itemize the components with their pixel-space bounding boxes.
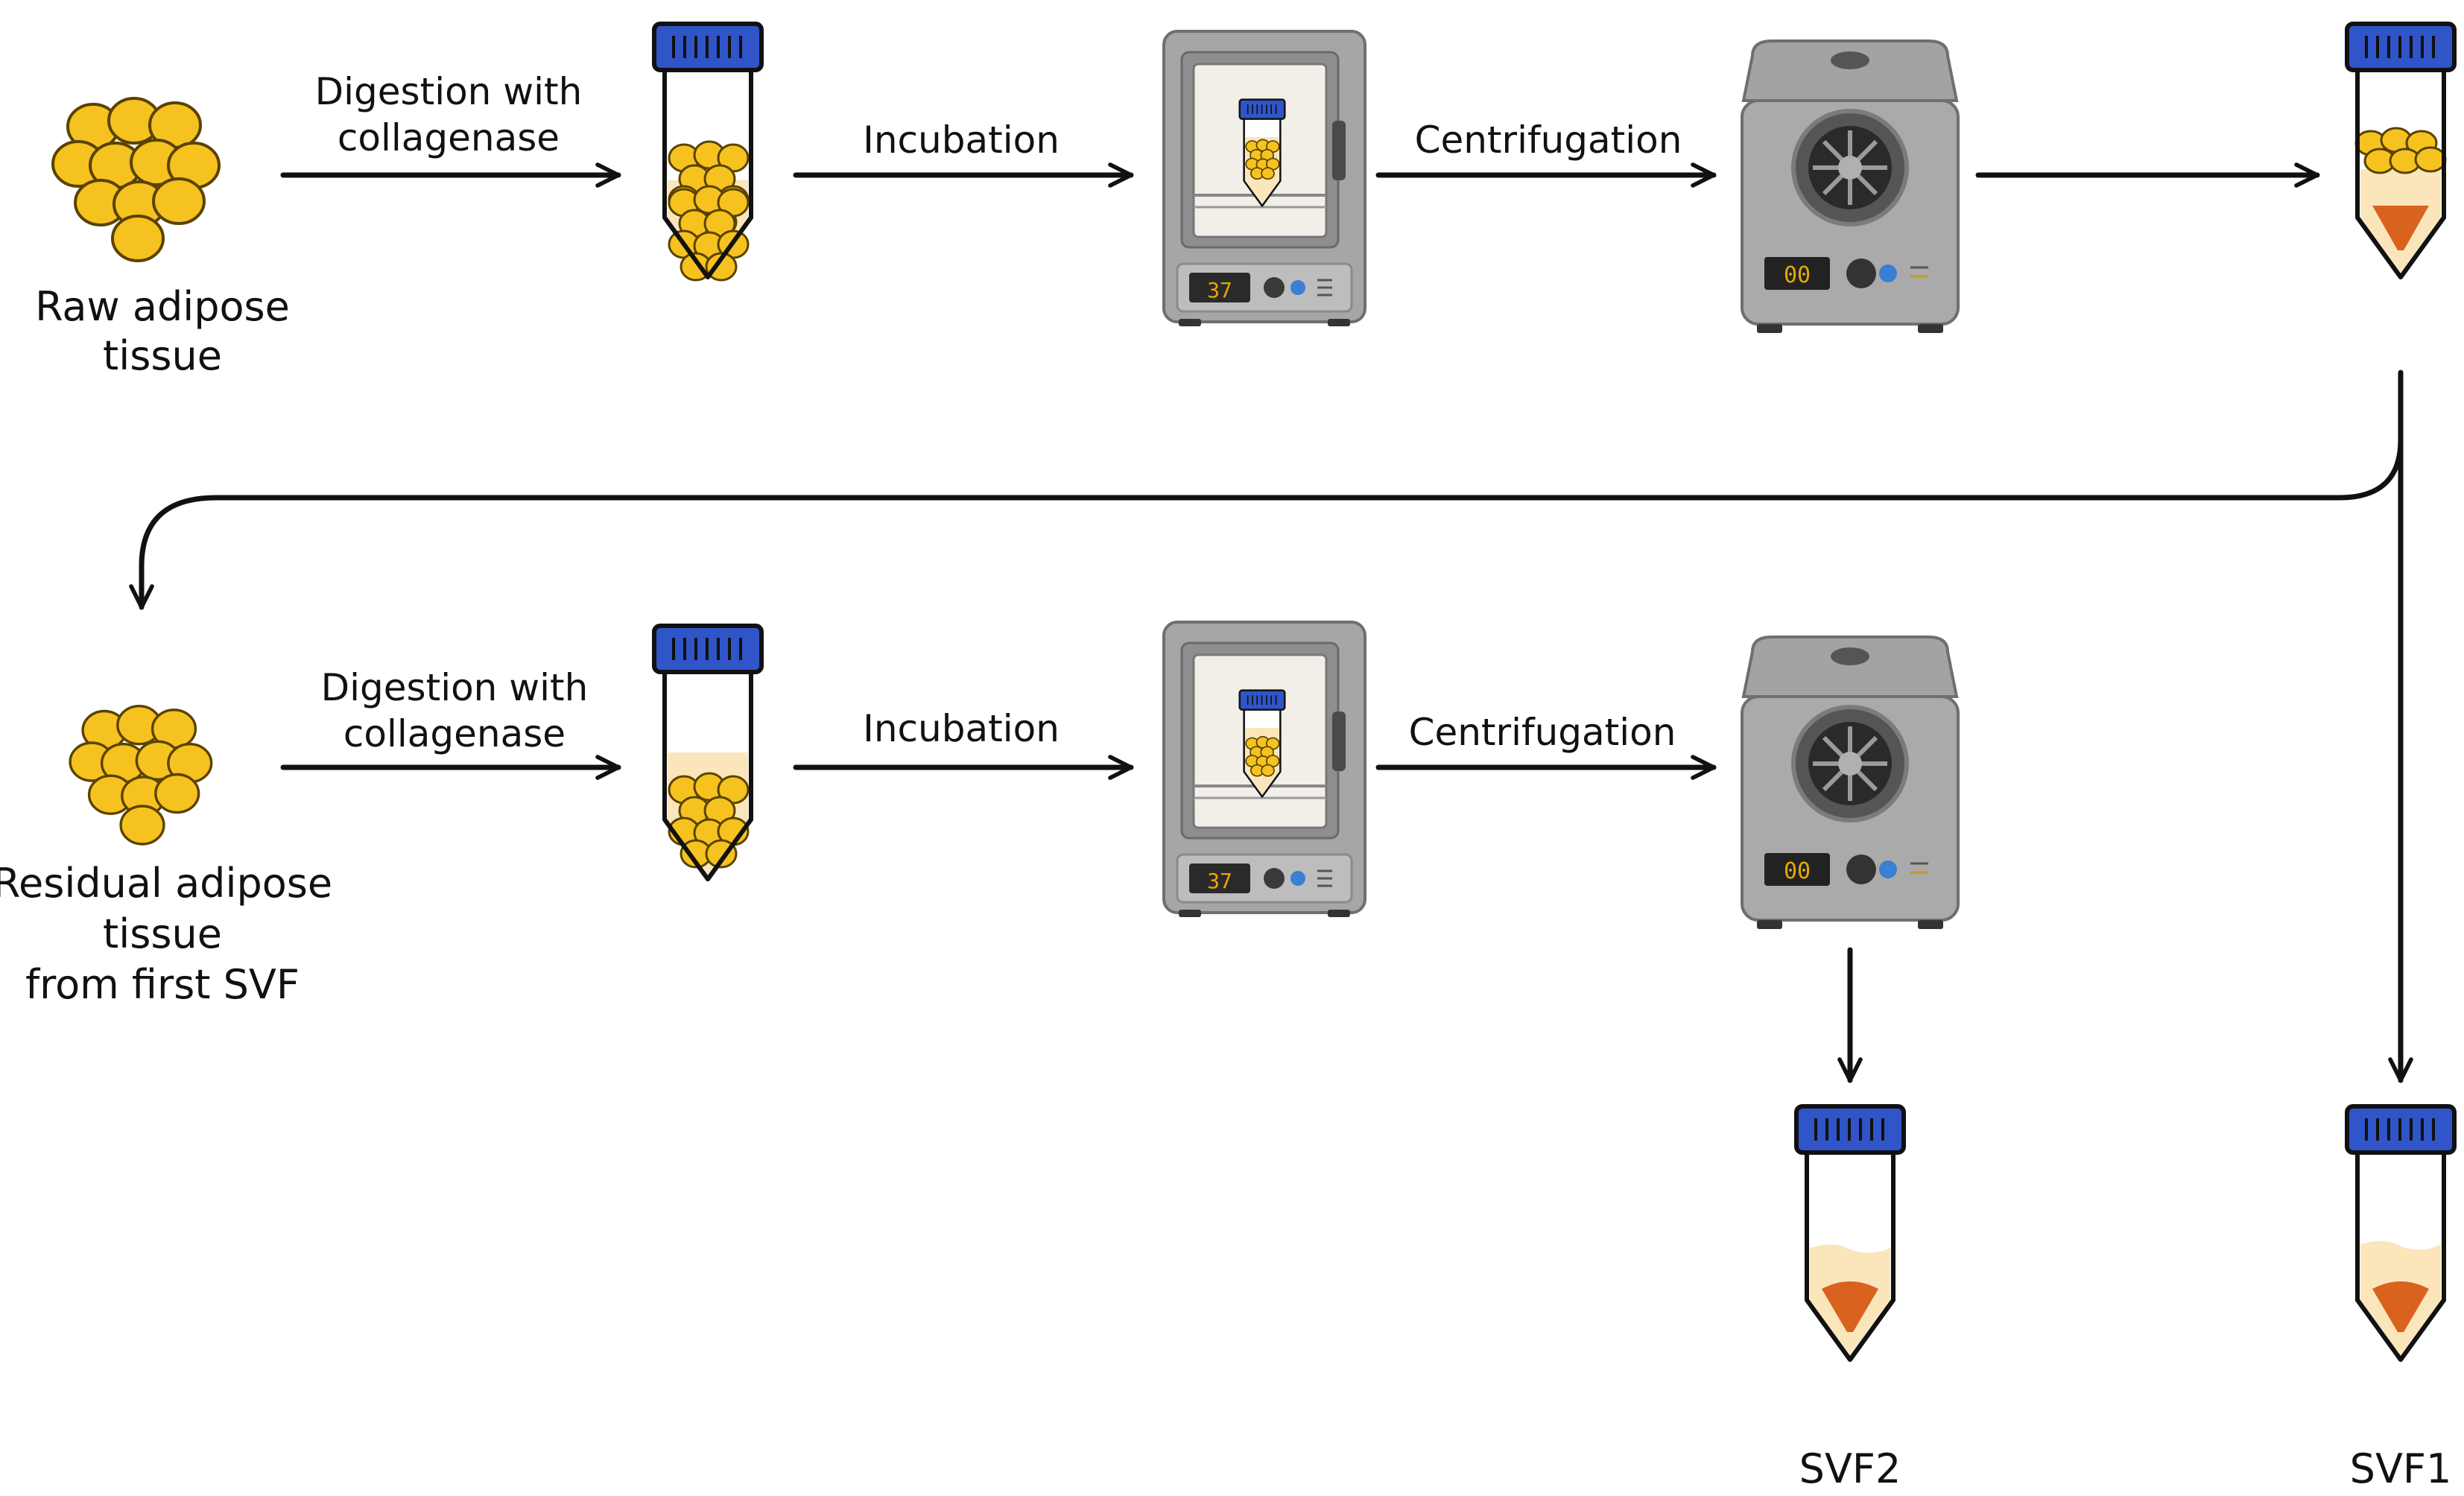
residual-tissue-label-line1: Residual adipose: [0, 860, 332, 907]
tube-with-tissue-2: [654, 626, 761, 881]
svf1-tube: [2347, 1106, 2454, 1362]
svf2-tube: [1796, 1106, 1904, 1362]
centrifuge-1-display: 00: [1784, 262, 1811, 288]
centrifuge-2-display: 00: [1784, 858, 1811, 884]
raw-tissue-label-line1: Raw adipose: [35, 283, 290, 330]
digestion-1-label-line2: collagenase: [338, 116, 560, 159]
tube-separated-layers: [2347, 24, 2454, 279]
incubator-1-icon: 37: [1162, 30, 1366, 328]
incubation-2-label: Incubation: [863, 707, 1060, 750]
incubator-2-icon: 37: [1162, 621, 1366, 919]
digestion-2-label-line1: Digestion with: [321, 666, 589, 709]
incubator-2-display: 37: [1207, 869, 1232, 893]
digestion-1-label-line1: Digestion with: [315, 70, 583, 113]
residual-adipose-tissue-icon: [69, 705, 213, 846]
digestion-2-label-line2: collagenase: [343, 712, 566, 755]
centrifuge-1-icon: 00: [1742, 41, 1958, 333]
residual-tissue-label-line2: tissue: [103, 910, 222, 957]
incubator-1-display: 37: [1207, 278, 1232, 302]
centrifugation-2-label: Centrifugation: [1409, 711, 1676, 754]
residual-tissue-label-line3: from first SVF: [25, 961, 300, 1008]
svf2-label: SVF2: [1799, 1445, 1901, 1492]
raw-tissue-label-line2: tissue: [103, 332, 222, 379]
arrow-residual-return: [129, 370, 2404, 610]
tube-with-tissue-1: [654, 24, 761, 282]
svf1-label: SVF1: [2350, 1445, 2452, 1492]
raw-adipose-tissue-icon: [51, 97, 221, 262]
centrifugation-1-label: Centrifugation: [1415, 118, 1682, 162]
incubation-1-label: Incubation: [863, 118, 1060, 162]
centrifuge-2-icon: 00: [1742, 637, 1958, 929]
